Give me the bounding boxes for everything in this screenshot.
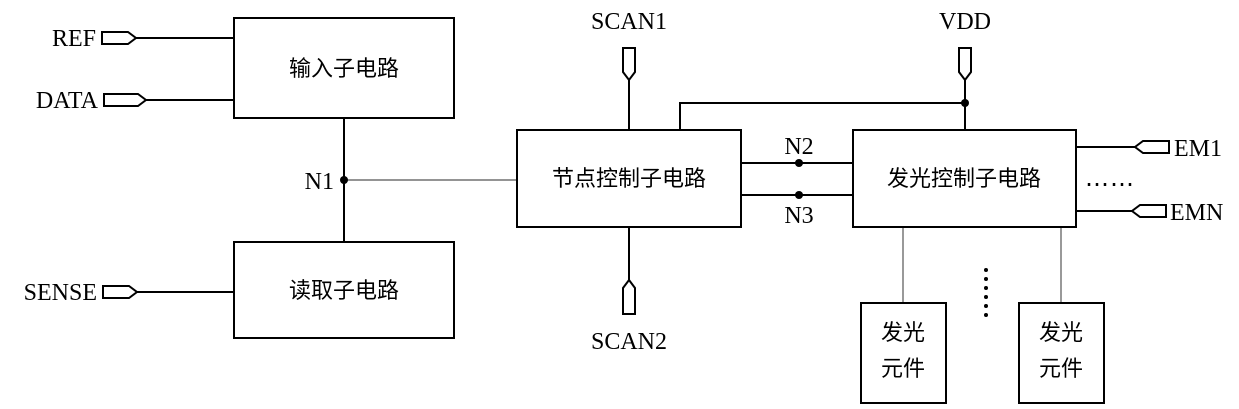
vertical-ellipsis-dot xyxy=(984,313,988,317)
block-light-element-2: 发光 元件 xyxy=(1019,303,1104,403)
vertical-ellipsis-dot xyxy=(984,295,988,299)
label-n2: N2 xyxy=(784,134,813,160)
terminal-scan2-icon xyxy=(623,280,635,314)
node-control-circuit-label: 节点控制子电路 xyxy=(552,167,706,192)
label-emn: EMN xyxy=(1170,200,1223,226)
junction-n2 xyxy=(795,159,803,167)
read-circuit-label: 读取子电路 xyxy=(289,279,399,304)
wire-vdd-to-node-control xyxy=(680,103,965,130)
terminal-data-icon xyxy=(104,94,146,106)
block-light-element-1: 发光 元件 xyxy=(861,303,946,403)
light-element-2-line2: 元件 xyxy=(1039,357,1083,382)
junction-n3 xyxy=(795,191,803,199)
vertical-ellipsis-dot xyxy=(984,304,988,308)
vertical-ellipsis-dot xyxy=(984,286,988,290)
light-element-1-box xyxy=(861,303,946,403)
label-n3: N3 xyxy=(784,203,813,229)
block-read-circuit: 读取子电路 xyxy=(234,242,454,338)
label-data: DATA xyxy=(36,88,99,114)
terminal-emn-icon xyxy=(1132,205,1166,217)
horizontal-ellipsis: …… xyxy=(1085,164,1135,192)
block-input-circuit: 输入子电路 xyxy=(234,18,454,118)
label-em1: EM1 xyxy=(1174,136,1222,162)
label-vdd: VDD xyxy=(939,9,991,35)
terminal-ref-icon xyxy=(102,32,136,44)
light-element-2-box xyxy=(1019,303,1104,403)
label-scan2: SCAN2 xyxy=(591,329,667,355)
light-element-2-line1: 发光 xyxy=(1039,321,1083,346)
junction-n1 xyxy=(340,176,348,184)
label-n1: N1 xyxy=(305,169,334,195)
input-circuit-label: 输入子电路 xyxy=(289,57,399,82)
junction-vdd xyxy=(961,99,969,107)
terminal-vdd-icon xyxy=(959,48,971,80)
light-element-1-line2: 元件 xyxy=(881,357,925,382)
terminal-scan1-icon xyxy=(623,48,635,80)
light-element-1-line1: 发光 xyxy=(881,321,925,346)
vertical-ellipsis-dot xyxy=(984,268,988,272)
vertical-ellipsis-dot xyxy=(984,277,988,281)
label-scan1: SCAN1 xyxy=(591,9,667,35)
block-emission-control-circuit: 发光控制子电路 xyxy=(853,130,1076,227)
block-node-control-circuit: 节点控制子电路 xyxy=(517,130,741,227)
terminal-em1-icon xyxy=(1135,141,1169,153)
terminal-sense-icon xyxy=(103,286,137,298)
vertical-ellipsis xyxy=(984,268,988,317)
label-ref: REF xyxy=(52,26,96,52)
label-sense: SENSE xyxy=(24,280,97,306)
emission-control-circuit-label: 发光控制子电路 xyxy=(887,167,1041,192)
